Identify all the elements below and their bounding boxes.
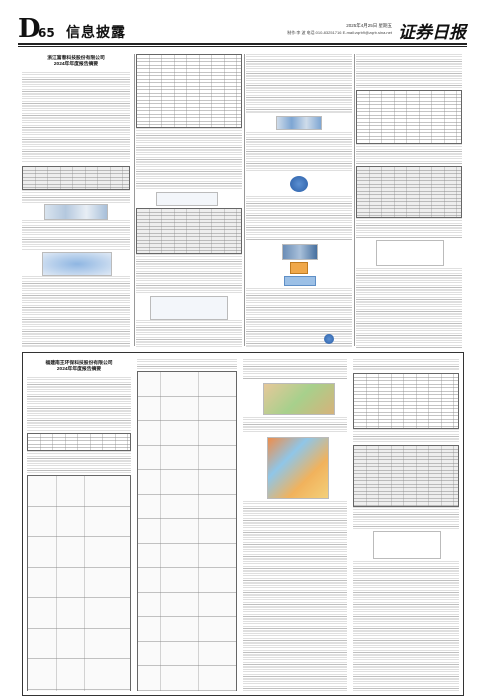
text-block xyxy=(356,144,462,164)
header-rule xyxy=(18,43,467,45)
page-header: D 65 信息披露 2025年4月25日 星期五 制作:李 波 电话:010-8… xyxy=(0,0,484,50)
text-block xyxy=(137,359,237,369)
data-table xyxy=(353,373,459,429)
text-block xyxy=(246,196,352,240)
data-table xyxy=(356,90,462,144)
text-block xyxy=(353,429,459,443)
data-table xyxy=(356,166,462,218)
text-block xyxy=(246,54,352,114)
header-rule-thin xyxy=(18,46,467,47)
lower-article-title-1: 福建南王环保科技股份有限公司 xyxy=(45,361,113,366)
text-block xyxy=(246,288,352,348)
text-block xyxy=(136,128,242,190)
upper-col-4 xyxy=(356,52,462,348)
device-photos-figure xyxy=(276,116,322,130)
text-block xyxy=(353,359,459,371)
circle-figure xyxy=(324,334,334,344)
text-block xyxy=(246,132,352,172)
text-block xyxy=(136,254,242,294)
data-table xyxy=(353,445,459,507)
product-table xyxy=(27,475,131,691)
text-block xyxy=(243,359,347,379)
text-block xyxy=(353,561,459,691)
photo-figure xyxy=(282,244,318,260)
text-block xyxy=(353,507,459,529)
upper-article-title-2: 2024年年度报告摘要 xyxy=(53,62,99,67)
lower-col-3 xyxy=(243,357,347,691)
product-table xyxy=(137,371,237,691)
product-photos-figure xyxy=(44,204,108,220)
upper-col-2 xyxy=(136,52,242,348)
text-block xyxy=(22,72,130,162)
text-block xyxy=(356,54,462,88)
product-image-figure xyxy=(267,437,329,499)
process-box xyxy=(290,262,308,274)
editor-contact: 制作:李 波 电话:010-83251716 E-mail:zqrb9@zqrb… xyxy=(287,30,392,35)
line-diagram xyxy=(376,240,444,266)
text-block xyxy=(22,220,130,250)
process-diagram xyxy=(156,192,218,206)
flow-diagram xyxy=(150,296,228,320)
text-block xyxy=(243,501,347,691)
product-image-figure xyxy=(263,383,335,415)
text-block xyxy=(136,320,242,348)
lower-col-2 xyxy=(137,357,237,691)
page-number: 65 xyxy=(38,26,55,40)
lower-col-4 xyxy=(353,357,459,691)
text-block xyxy=(22,276,130,348)
section-title: 信息披露 xyxy=(66,25,126,41)
text-block xyxy=(27,451,131,473)
text-block xyxy=(22,190,130,204)
data-table xyxy=(136,54,242,128)
lower-col-1: 福建南王环保科技股份有限公司 2024年年度报告摘要 xyxy=(27,357,131,691)
upper-col-1: 浙江富春科技股份有限公司 2024年年度报告摘要 xyxy=(22,52,130,348)
text-block xyxy=(27,377,131,431)
world-map-figure xyxy=(42,252,112,276)
line-diagram xyxy=(373,531,441,559)
lower-article-box: 福建南王环保科技股份有限公司 2024年年度报告摘要 xyxy=(22,352,464,696)
text-block xyxy=(356,218,462,238)
circle-chart-figure xyxy=(290,176,308,192)
text-block xyxy=(243,417,347,433)
upper-article-title-1: 浙江富春科技股份有限公司 xyxy=(47,56,105,61)
text-block xyxy=(356,268,462,348)
process-box xyxy=(284,276,316,286)
page-letter: D xyxy=(18,14,41,44)
data-table xyxy=(27,433,131,451)
lower-article-title-2: 2024年年度报告摘要 xyxy=(56,367,102,372)
newspaper-masthead: 证券日报 xyxy=(398,23,466,43)
data-table xyxy=(22,166,130,190)
upper-col-3 xyxy=(246,52,352,348)
issue-date: 2025年4月25日 星期五 xyxy=(346,23,392,28)
data-table xyxy=(136,208,242,254)
